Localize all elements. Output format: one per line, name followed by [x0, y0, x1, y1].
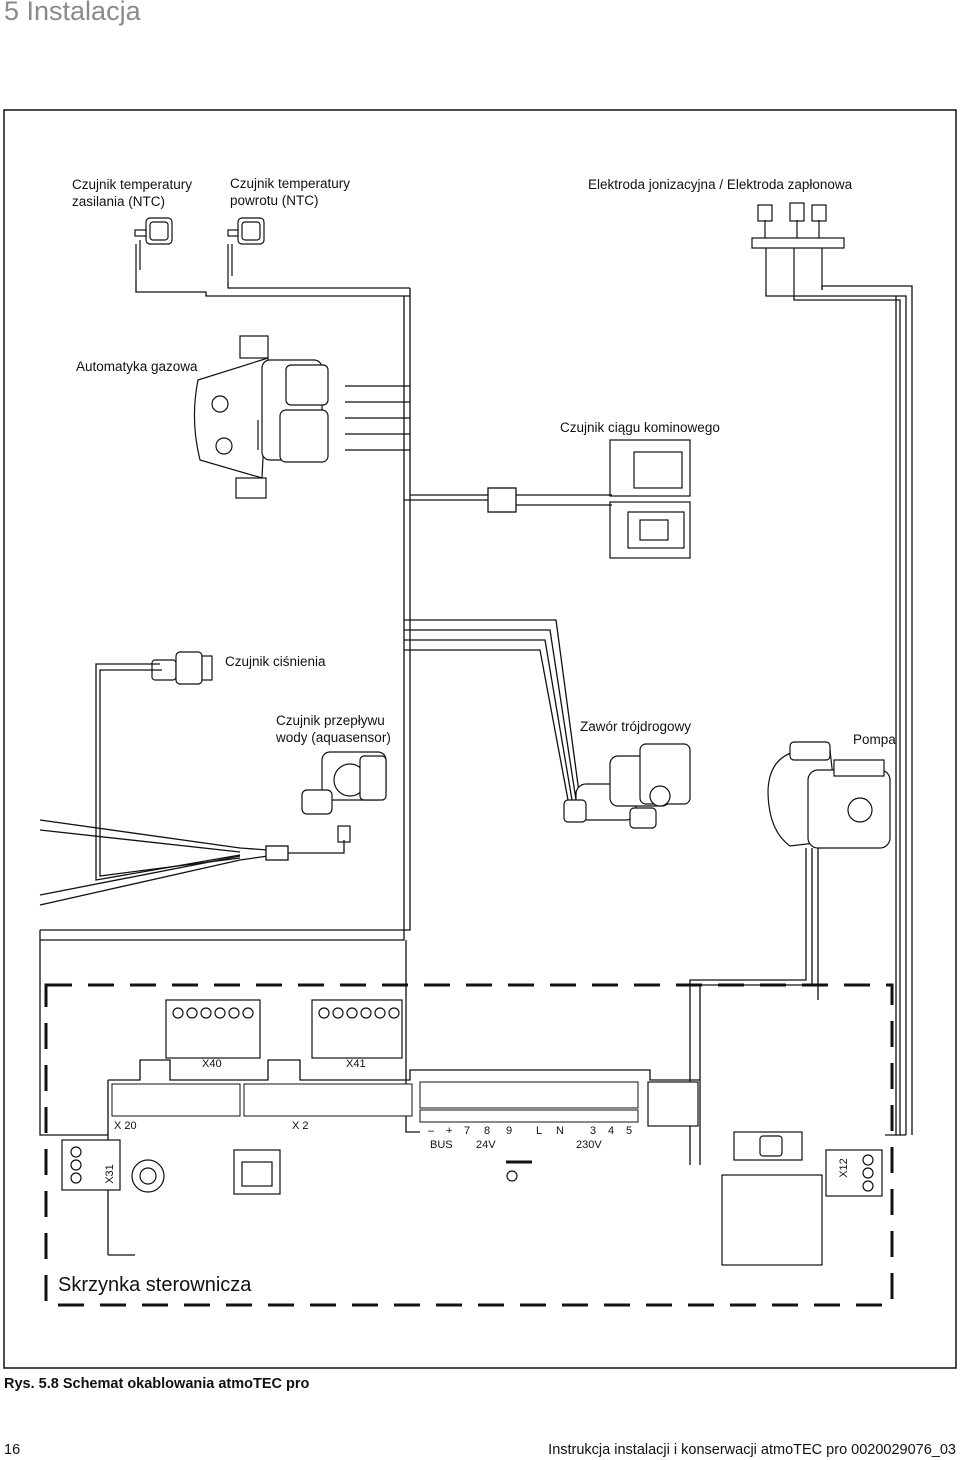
x41-label: X41 [346, 1058, 366, 1070]
supply-sensor-label-line1: Czujnik temperatury [72, 177, 193, 192]
page-number: 16 [4, 1442, 21, 1458]
wires-pressure-sensor [95, 663, 241, 881]
terminal-pin: N [556, 1125, 564, 1137]
terminal-block-icon [419, 1081, 639, 1123]
terminal-24v-label: 24V [476, 1139, 496, 1151]
x20-connector-icon [111, 1083, 241, 1117]
x40-label: X40 [202, 1058, 222, 1070]
return-temperature-sensor-icon [227, 217, 265, 282]
flow-sensor-label-line2: wody (aquasensor) [276, 730, 391, 745]
supply-sensor-label-line2: zasilania (NTC) [72, 194, 166, 209]
terminal-pin: 5 [626, 1125, 633, 1137]
terminal-pin: + [446, 1125, 453, 1137]
wires-gas-valve [345, 385, 410, 451]
flue-sensor-label: Czujnik ciągu kominowego [560, 420, 720, 435]
earth-icon [506, 1160, 532, 1182]
return-sensor-label-line2: powrotu (NTC) [230, 193, 319, 208]
supply-temperature-sensor-icon [134, 217, 173, 280]
x40-plug-icon [165, 999, 261, 1059]
terminal-pin: 9 [506, 1125, 513, 1137]
return-sensor-label-line1: Czujnik temperatury [230, 176, 351, 191]
pump-label: Pompa [853, 732, 896, 747]
figure-caption: Rys. 5.8 Schemat okablowania atmoTEC pro [4, 1376, 310, 1392]
wires-flow-sensor [39, 819, 345, 906]
electrodes-icon [751, 202, 845, 296]
wires-pump [689, 848, 819, 1165]
x31-connector-icon [61, 1139, 165, 1193]
section-title: 5 Instalacja [4, 0, 141, 26]
wires-control-box [39, 930, 906, 1136]
wires-diverter-valve [404, 619, 581, 801]
flow-sensor-icon [301, 751, 387, 843]
flue-sensor-icon [609, 439, 691, 559]
x2-label: X 2 [292, 1120, 309, 1132]
terminal-pin: L [536, 1125, 543, 1137]
terminal-pin: 7 [464, 1125, 471, 1137]
flow-sensor-label-line1: Czujnik przepływu [276, 713, 385, 728]
x41-plug-icon [311, 999, 403, 1059]
terminal-bus-label: BUS [430, 1139, 453, 1151]
pressure-sensor-label: Czujnik ciśnienia [225, 654, 326, 669]
diverter-valve-label: Zawór trójdrogowy [580, 719, 692, 734]
pump-icon [767, 741, 891, 849]
diverter-valve-icon [563, 743, 691, 829]
wires-top [40, 280, 913, 1135]
terminal-pin: 3 [590, 1125, 597, 1137]
control-box-outline [44, 983, 894, 1307]
pressure-sensor-icon [151, 651, 213, 685]
terminal-pin: 8 [484, 1125, 491, 1137]
x12-socket-icon [647, 1081, 883, 1266]
document-title: Instrukcja instalacji i konserwacji atmo… [548, 1442, 956, 1458]
terminal-230v-label: 230V [576, 1139, 602, 1151]
electrodes-label: Elektroda jonizacyjna / Elektroda zapłon… [588, 177, 853, 192]
gas-valve-icon [193, 335, 329, 499]
control-box-label: Skrzynka sterownicza [58, 1274, 252, 1296]
flow-sensor-label: Czujnik przepływu wody (aquasensor) [276, 712, 391, 746]
x2-connector-icon [243, 1083, 413, 1117]
x31-label: X31 [103, 1164, 116, 1184]
wires-flue-sensor [404, 487, 612, 513]
gas-valve-label: Automatyka gazowa [76, 359, 198, 374]
x20-label: X 20 [114, 1120, 137, 1132]
terminal-pin: – [428, 1125, 435, 1137]
supply-sensor-label: Czujnik temperatury zasilania (NTC) [72, 176, 192, 210]
x12-label: X12 [837, 1158, 850, 1178]
diagram-frame [3, 109, 957, 1369]
rj-socket-icon [233, 1149, 281, 1195]
terminal-pin: 4 [608, 1125, 615, 1137]
return-sensor-label: Czujnik temperatury powrotu (NTC) [230, 175, 350, 209]
